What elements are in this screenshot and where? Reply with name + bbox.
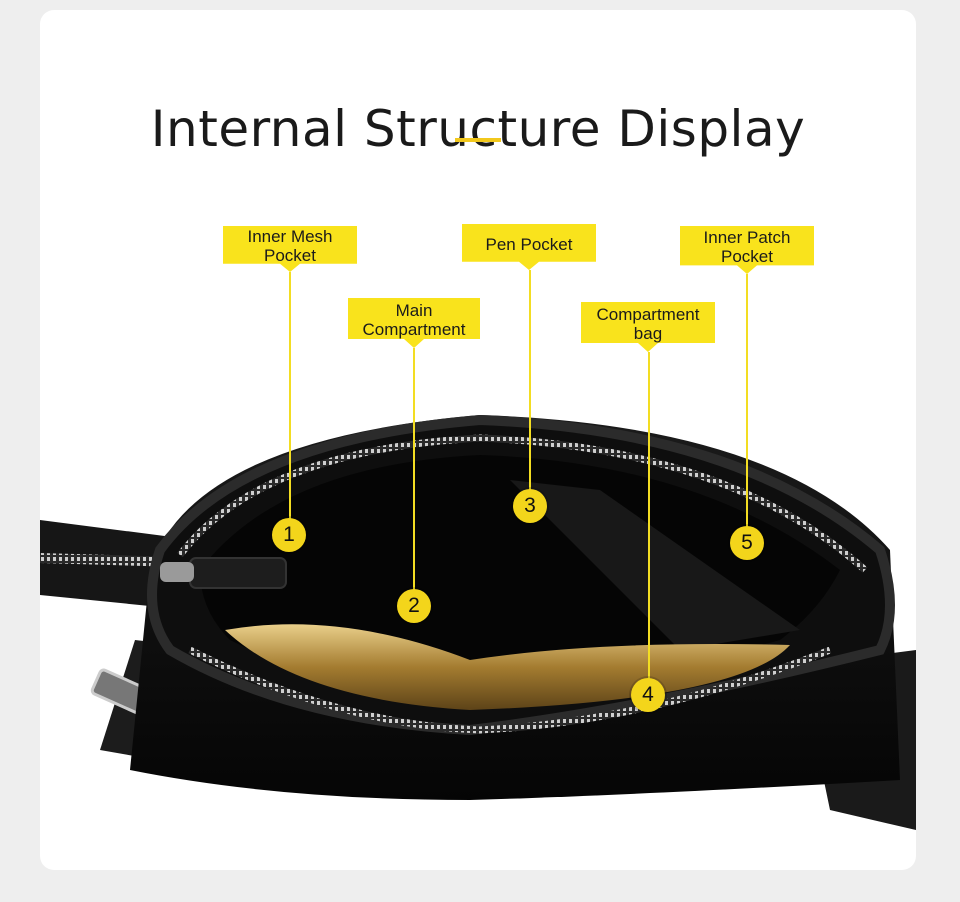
callout-leader-1 [289,272,291,522]
bag-photo [40,414,916,830]
callout-number-2: 2 [397,589,431,623]
callout-leader-4 [648,352,650,680]
callout-leader-2 [413,348,415,590]
callout-label-inner-mesh-pocket: Inner Mesh Pocket [223,226,357,272]
callout-leader-3 [529,270,531,490]
callout-number-3: 3 [513,489,547,523]
callout-number-1: 1 [272,518,306,552]
title-underline [455,138,501,142]
callout-leader-5 [746,274,748,528]
callout-number-5: 5 [730,526,764,560]
product-card: Internal Structure Display Inner Mesh Po… [40,10,916,870]
callout-number-4: 4 [631,678,665,712]
page-title: Internal Structure Display [150,99,806,158]
